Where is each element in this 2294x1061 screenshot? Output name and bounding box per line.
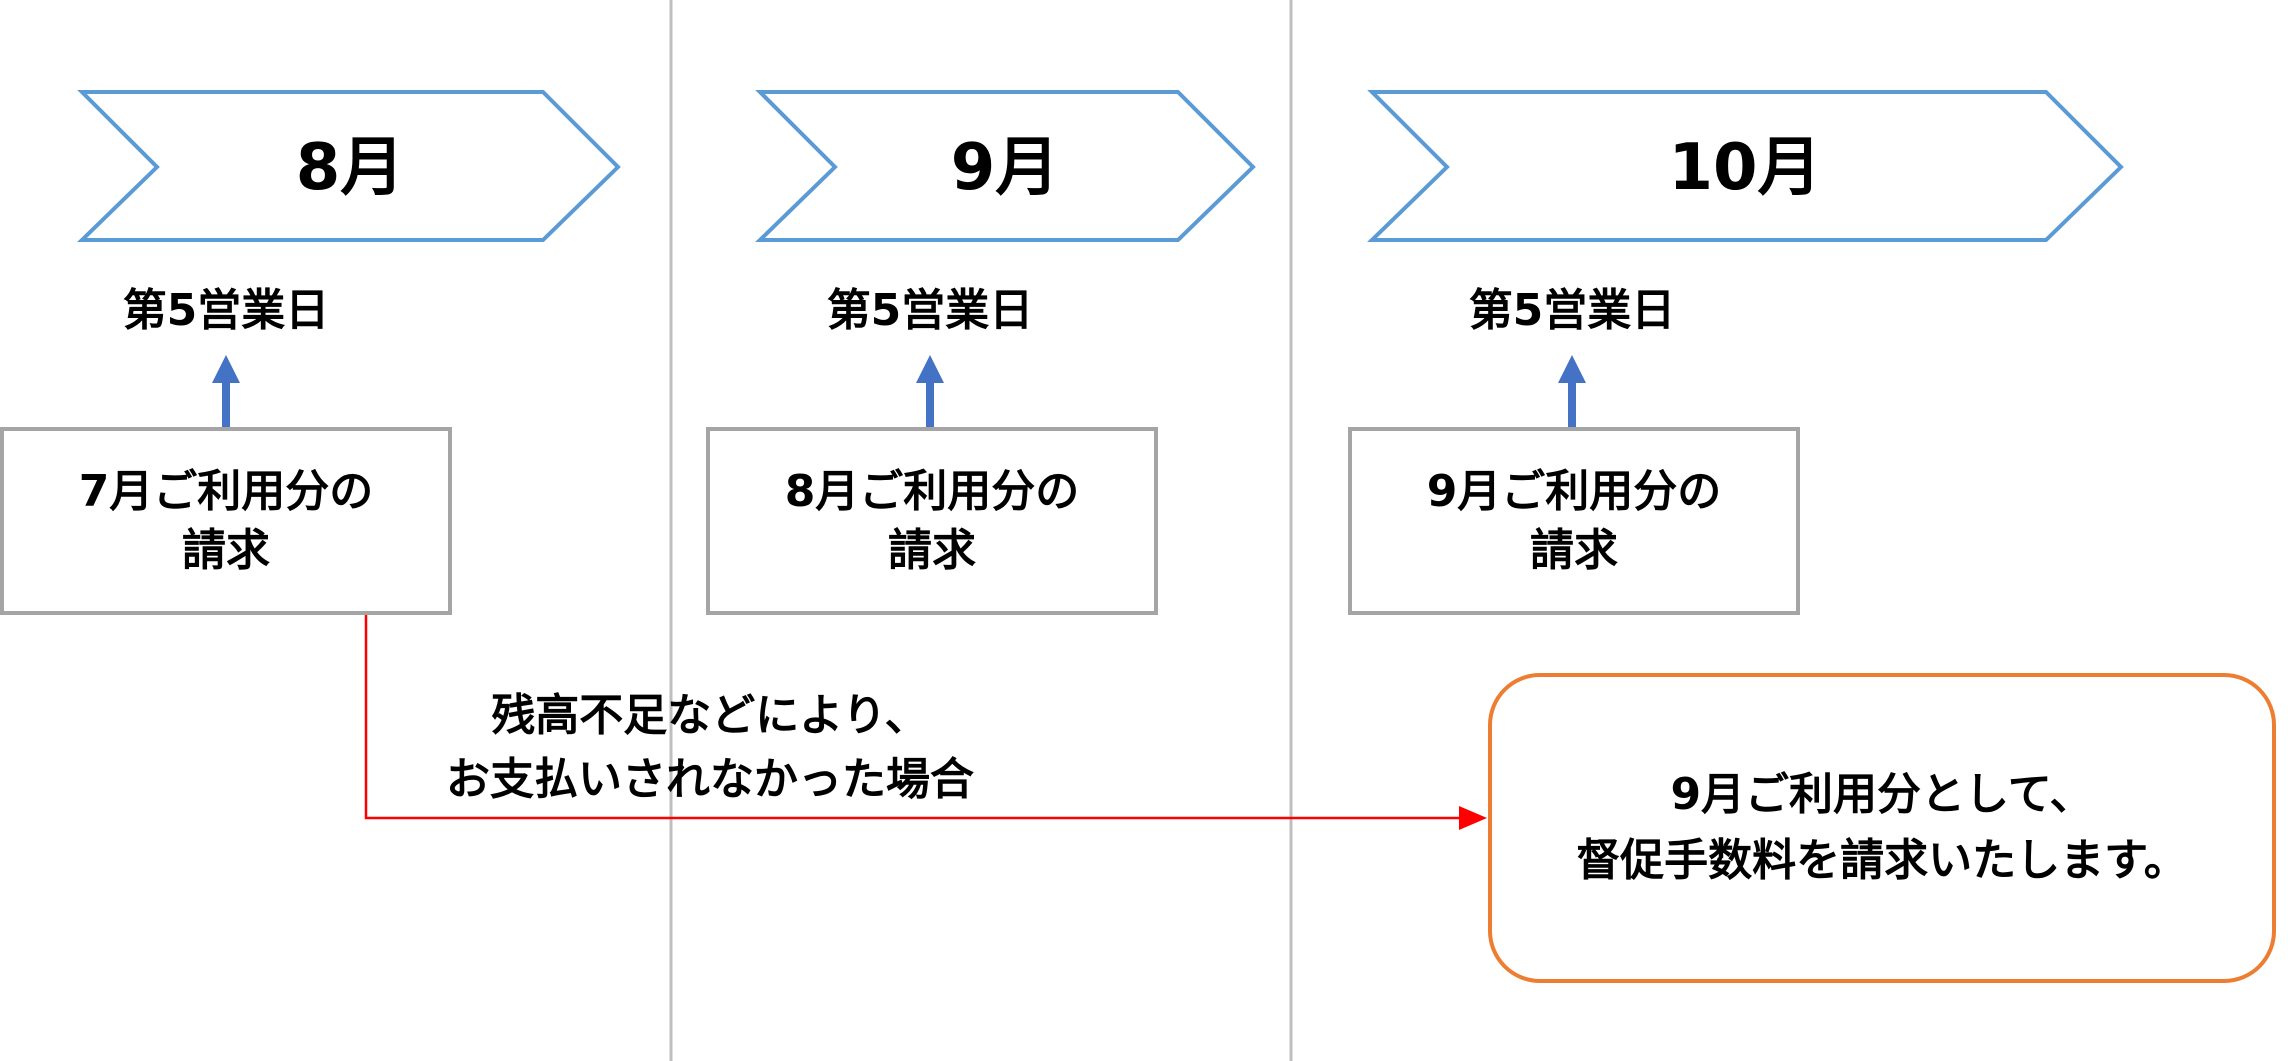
condition-note-line: お支払いされなかった場合	[446, 753, 974, 805]
billing-box-line: 請求	[1530, 525, 1618, 576]
month-label: 9月	[950, 131, 1060, 205]
month-chevron	[755, 90, 1256, 242]
billing-box: 7月ご利用分の 請求	[0, 427, 452, 615]
flow-arrow	[364, 614, 1487, 830]
month-chevron	[1367, 90, 2124, 242]
month-chevron	[77, 90, 621, 242]
billing-box-line: 請求	[888, 525, 976, 576]
result-line: 9月ご利用分として、	[1670, 769, 2094, 820]
business-day-label: 第5営業日	[1468, 285, 1676, 336]
billing-box: 8月ご利用分の 請求	[706, 427, 1158, 615]
month-label: 8月	[295, 131, 405, 205]
up-arrow-icon	[1558, 355, 1586, 427]
billing-box-line: 8月ご利用分の	[784, 465, 1080, 517]
up-arrow-icon	[916, 355, 944, 427]
late-fee-result-box: 9月ご利用分として、 督促手数料を請求いたします。	[1488, 673, 2276, 983]
month-label: 10月	[1668, 131, 1822, 205]
condition-note: 残高不足などにより、 お支払いされなかった場合	[400, 684, 1020, 812]
up-arrow-icon	[212, 355, 240, 427]
billing-box-line: 9月ご利用分の	[1426, 465, 1722, 517]
condition-note-line: 残高不足などにより、	[491, 690, 929, 741]
business-day-label: 第5営業日	[122, 285, 330, 336]
billing-box-line: 7月ご利用分の	[78, 465, 374, 517]
business-day-label: 第5営業日	[826, 285, 1034, 336]
billing-box: 9月ご利用分の 請求	[1348, 427, 1800, 615]
billing-box-line: 請求	[182, 525, 270, 576]
result-line: 督促手数料を請求いたします。	[1576, 835, 2188, 886]
